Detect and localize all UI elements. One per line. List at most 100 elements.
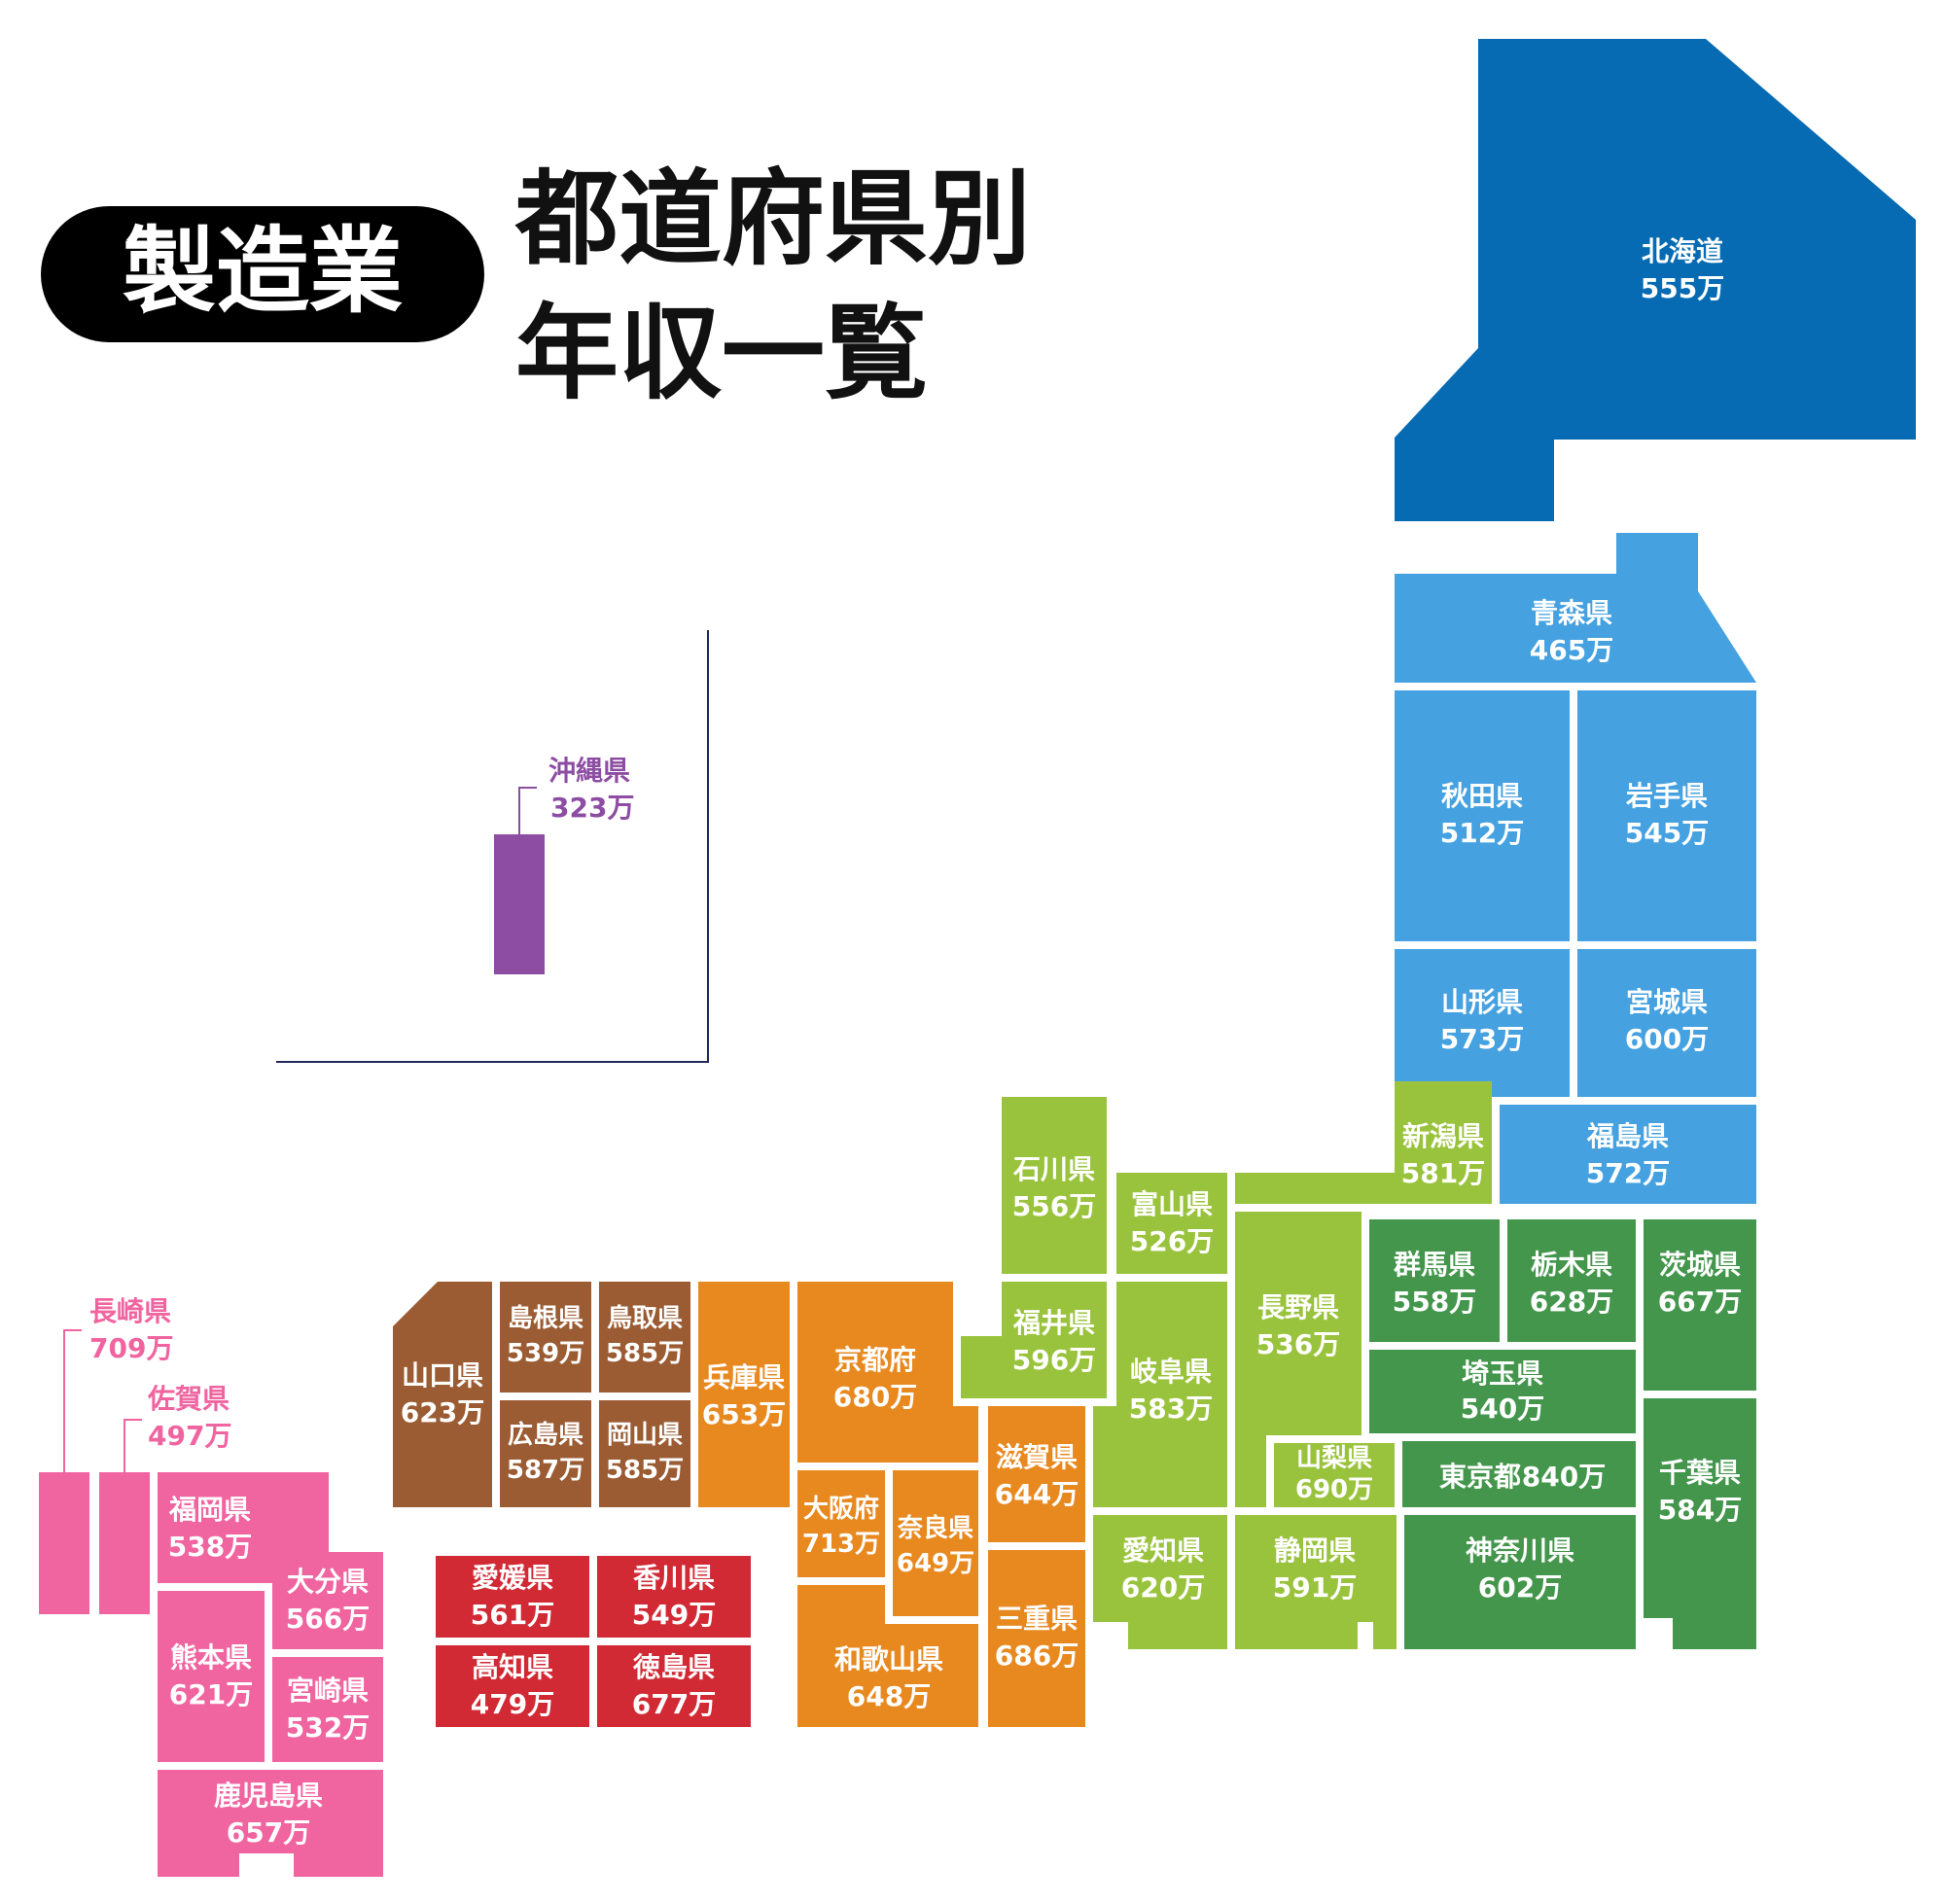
pref-tottori-value: 585万 bbox=[606, 1339, 684, 1368]
pref-yamanashi-shape bbox=[1274, 1443, 1395, 1507]
pref-wakayama-name: 和歌山県 bbox=[834, 1643, 943, 1675]
title-line-1: 都道府県別 bbox=[514, 159, 1031, 279]
pref-akita-shape bbox=[1395, 690, 1570, 941]
pref-aomori: 青森県 465万 bbox=[1395, 533, 1756, 683]
pref-shimane-value: 539万 bbox=[507, 1339, 584, 1368]
pref-hokkaido-shape bbox=[1395, 39, 1916, 521]
pref-shimane: 島根県 539万 bbox=[500, 1282, 591, 1393]
pref-ishikawa-name: 石川県 bbox=[1012, 1153, 1095, 1185]
pref-oita-shape bbox=[272, 1552, 383, 1649]
pref-nagano-value: 536万 bbox=[1256, 1328, 1340, 1360]
pref-kagoshima-shape bbox=[158, 1770, 383, 1877]
pref-yamagata: 山形県 573万 bbox=[1395, 949, 1570, 1097]
pref-shimane-shape bbox=[500, 1282, 591, 1393]
pref-kumamoto: 熊本県 621万 bbox=[158, 1591, 265, 1762]
pref-yamaguchi-name: 山口県 bbox=[402, 1359, 483, 1392]
pref-okinawa-name: 沖縄県 bbox=[548, 755, 630, 787]
pref-hiroshima-value: 587万 bbox=[507, 1456, 584, 1485]
pref-kochi: 高知県 479万 bbox=[436, 1645, 589, 1727]
pref-kochi-shape bbox=[436, 1645, 589, 1727]
pref-osaka-value: 713万 bbox=[802, 1530, 880, 1559]
badge-background bbox=[41, 206, 484, 342]
pref-ishikawa-value: 556万 bbox=[1012, 1190, 1096, 1222]
pref-aichi: 愛知県 620万 bbox=[1093, 1515, 1227, 1649]
pref-kagoshima-value: 657万 bbox=[227, 1816, 310, 1849]
pref-ibaraki-value: 667万 bbox=[1658, 1286, 1742, 1318]
pref-hiroshima-name: 広島県 bbox=[508, 1420, 584, 1450]
pref-kanagawa-name: 神奈川県 bbox=[1466, 1534, 1574, 1567]
pref-fukushima-shape bbox=[1500, 1105, 1756, 1204]
pref-hyogo: 兵庫県 653万 bbox=[698, 1282, 790, 1507]
pref-yamaguchi-shape bbox=[393, 1282, 492, 1507]
pref-shizuoka-value: 591万 bbox=[1273, 1571, 1357, 1604]
pref-kanagawa-value: 602万 bbox=[1478, 1571, 1562, 1604]
pref-okayama: 岡山県 585万 bbox=[599, 1400, 690, 1507]
pref-tottori: 鳥取県 585万 bbox=[599, 1282, 690, 1393]
pref-saga: 佐賀県 497万 bbox=[99, 1383, 231, 1614]
pref-niigata-value: 581万 bbox=[1401, 1157, 1485, 1189]
pref-iwate-shape bbox=[1577, 690, 1756, 941]
pref-akita-value: 512万 bbox=[1440, 817, 1524, 849]
pref-kumamoto-shape bbox=[158, 1591, 265, 1762]
pref-yamaguchi: 山口県 623万 bbox=[393, 1282, 492, 1507]
pref-kyoto: 京都府 680万 bbox=[797, 1282, 978, 1463]
saga-leader-line bbox=[124, 1419, 142, 1472]
pref-hokkaido: 北海道 555万 bbox=[1395, 39, 1916, 521]
pref-aomori-value: 465万 bbox=[1530, 634, 1613, 666]
pref-ibaraki-shape bbox=[1644, 1219, 1756, 1391]
pref-nara-value: 649万 bbox=[897, 1549, 974, 1578]
pref-fukuoka-value: 538万 bbox=[168, 1531, 252, 1563]
pref-tochigi-value: 628万 bbox=[1530, 1286, 1613, 1318]
pref-aichi-name: 愛知県 bbox=[1122, 1534, 1204, 1567]
pref-okayama-value: 585万 bbox=[606, 1456, 684, 1485]
industry-badge: 製造業 bbox=[41, 206, 484, 342]
pref-aomori-shape bbox=[1395, 533, 1756, 683]
pref-miyagi: 宮城県 600万 bbox=[1577, 949, 1756, 1097]
page-title: 都道府県別 年収一覧 bbox=[514, 159, 1031, 413]
pref-yamagata-shape bbox=[1395, 949, 1570, 1097]
pref-nara-name: 奈良県 bbox=[897, 1513, 973, 1543]
pref-toyama-name: 富山県 bbox=[1131, 1188, 1213, 1220]
pref-tochigi-name: 栃木県 bbox=[1531, 1249, 1612, 1281]
pref-saitama: 埼玉県 540万 bbox=[1369, 1350, 1636, 1433]
pref-saitama-value: 540万 bbox=[1461, 1393, 1544, 1425]
pref-fukushima-name: 福島県 bbox=[1586, 1120, 1669, 1152]
pref-gifu: 岐阜県 583万 bbox=[1093, 1282, 1227, 1507]
pref-yamanashi-name: 山梨県 bbox=[1296, 1444, 1372, 1473]
pref-gifu-shape bbox=[1093, 1282, 1227, 1507]
pref-yamagata-name: 山形県 bbox=[1441, 986, 1523, 1018]
pref-tokushima-shape bbox=[597, 1645, 751, 1727]
nagasaki-leader-line bbox=[63, 1329, 82, 1472]
pref-tokyo-name: 東京都 bbox=[1439, 1461, 1521, 1493]
pref-fukuoka-name: 福岡県 bbox=[168, 1494, 251, 1526]
pref-hokkaido-name: 北海道 bbox=[1642, 235, 1723, 267]
pref-fukushima-value: 572万 bbox=[1586, 1157, 1670, 1189]
pref-okayama-name: 岡山県 bbox=[607, 1421, 683, 1450]
pref-tokyo-value: 840万 bbox=[1522, 1461, 1606, 1493]
pref-shiga-name: 滋賀県 bbox=[996, 1441, 1078, 1473]
pref-fukui: 福井県 596万 bbox=[961, 1282, 1107, 1398]
pref-yamanashi: 山梨県 690万 bbox=[1274, 1443, 1395, 1507]
pref-ibaraki: 茨城県 667万 bbox=[1644, 1219, 1756, 1391]
pref-nagasaki-shape bbox=[39, 1472, 89, 1614]
pref-mie-name: 三重県 bbox=[996, 1603, 1078, 1635]
pref-mie: 三重県 686万 bbox=[988, 1550, 1085, 1727]
pref-toyama: 富山県 526万 bbox=[1116, 1173, 1227, 1274]
pref-kochi-name: 高知県 bbox=[472, 1651, 553, 1683]
pref-niigata-shape bbox=[1235, 1081, 1492, 1204]
pref-tottori-shape bbox=[599, 1282, 690, 1393]
pref-miyagi-name: 宮城県 bbox=[1626, 986, 1708, 1018]
pref-fukui-name: 福井県 bbox=[1012, 1307, 1095, 1339]
pref-miyazaki-value: 532万 bbox=[286, 1711, 370, 1744]
pref-yamanashi-value: 690万 bbox=[1295, 1475, 1373, 1504]
pref-oita-value: 566万 bbox=[286, 1603, 370, 1635]
badge-label: 製造業 bbox=[123, 217, 403, 326]
pref-hiroshima: 広島県 587万 bbox=[500, 1400, 591, 1507]
pref-osaka-shape bbox=[797, 1470, 885, 1577]
pref-shimane-name: 島根県 bbox=[508, 1304, 584, 1333]
pref-chiba: 千葉県 584万 bbox=[1644, 1398, 1756, 1649]
pref-tokushima-name: 徳島県 bbox=[632, 1651, 715, 1683]
pref-okinawa-value: 323万 bbox=[550, 792, 634, 824]
pref-gunma-name: 群馬県 bbox=[1394, 1249, 1475, 1281]
